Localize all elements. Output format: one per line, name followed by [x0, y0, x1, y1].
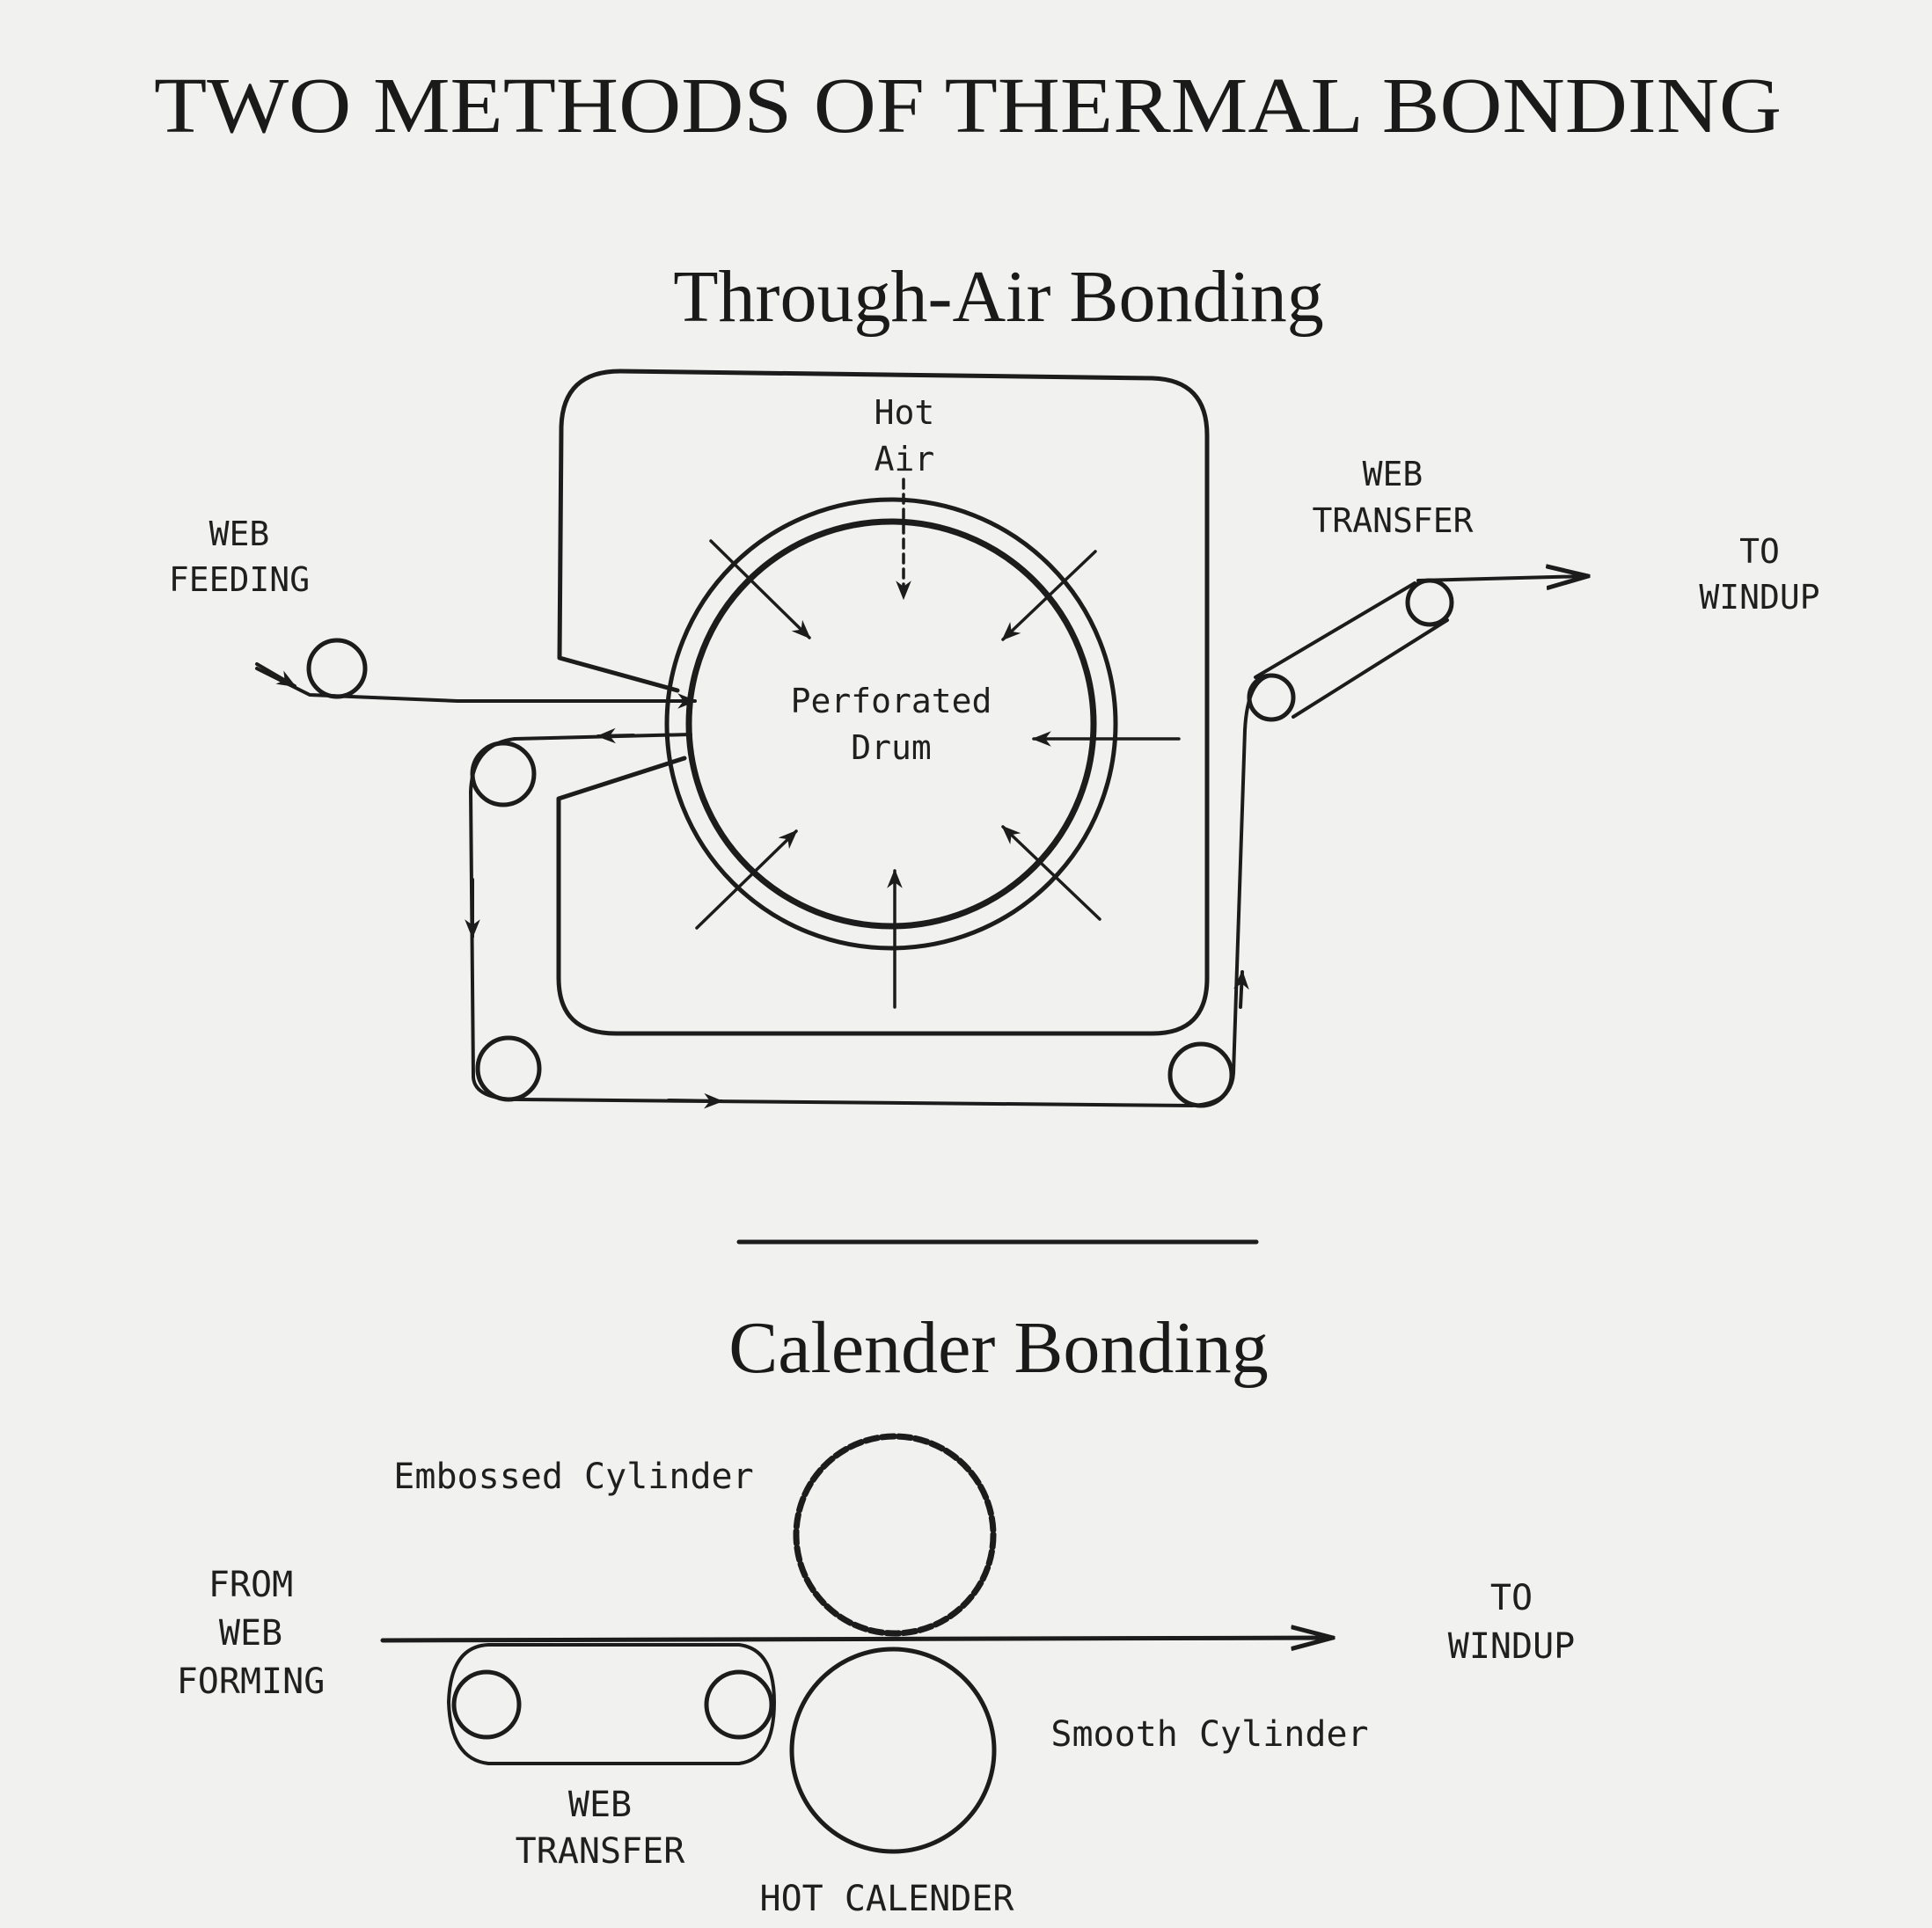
- from-web-forming-line3: FORMING: [177, 1661, 326, 1702]
- web-feeding-label-line1: WEB: [209, 515, 270, 553]
- drum-label-line1: Perforated: [791, 682, 992, 720]
- transfer-roller-upper: [1405, 578, 1454, 627]
- conveyor-belt-loop: [469, 674, 1273, 1107]
- transfer-roller-lower: [1247, 673, 1296, 722]
- from-web-forming-line2: WEB: [219, 1613, 282, 1654]
- belt-roller-left: [451, 1669, 522, 1740]
- embossed-cylinder-label: Embossed Cylinder: [393, 1457, 753, 1497]
- main-title: TWO METHODS OF THERMAL BONDING: [154, 62, 1782, 150]
- web-transfer-label-line2: TRANSFER: [1312, 501, 1473, 540]
- drum-label-line2: Drum: [851, 728, 932, 767]
- through-air-heading: Through-Air Bonding: [673, 256, 1324, 338]
- return-roller-top-left: [470, 741, 537, 807]
- perforated-drum-inner: [685, 518, 1097, 930]
- hot-air-arrows: [695, 478, 1181, 1009]
- perforated-drum-outer: [664, 497, 1118, 951]
- hot-air-label-line1: Hot: [875, 393, 935, 432]
- web-to-windup-path: [1416, 576, 1588, 581]
- calender-web-transfer-line2: TRANSFER: [516, 1831, 686, 1872]
- from-web-forming-line1: FROM: [209, 1565, 293, 1605]
- to-windup-label-line2: WINDUP: [1699, 578, 1819, 617]
- hot-air-label-line2: Air: [875, 440, 935, 478]
- calender-web-path: [380, 1638, 1333, 1640]
- web-transfer-label-line1: WEB: [1363, 455, 1423, 493]
- calender-web-transfer-line1: WEB: [568, 1785, 632, 1825]
- through-air-section: Hot Air Perforated Drum WEB FEEDING WEB …: [169, 369, 1820, 1109]
- web-transfer-belt: [447, 1643, 776, 1765]
- calender-to-windup-line2: WINDUP: [1448, 1626, 1576, 1667]
- calender-heading: Calender Bonding: [728, 1307, 1269, 1389]
- smooth-cylinder: [789, 1647, 997, 1854]
- web-feed-path: [255, 667, 698, 709]
- calender-section: Embossed Cylinder Smooth Cylinder FROM W…: [177, 1433, 1576, 1919]
- hood-enclosure: [556, 369, 1210, 1036]
- calender-to-windup-line1: TO: [1490, 1578, 1533, 1618]
- hot-calender-label: HOT CALENDER: [760, 1879, 1015, 1919]
- belt-roller-right: [704, 1669, 774, 1740]
- return-roller-bottom-left: [475, 1035, 542, 1102]
- web-feeding-label-line2: FEEDING: [169, 560, 310, 599]
- transfer-belt: [1254, 581, 1449, 719]
- smooth-cylinder-label: Smooth Cylinder: [1050, 1714, 1368, 1755]
- embossed-cylinder: [793, 1433, 997, 1637]
- feed-roller: [306, 638, 368, 699]
- to-windup-label-line1: TO: [1739, 532, 1780, 571]
